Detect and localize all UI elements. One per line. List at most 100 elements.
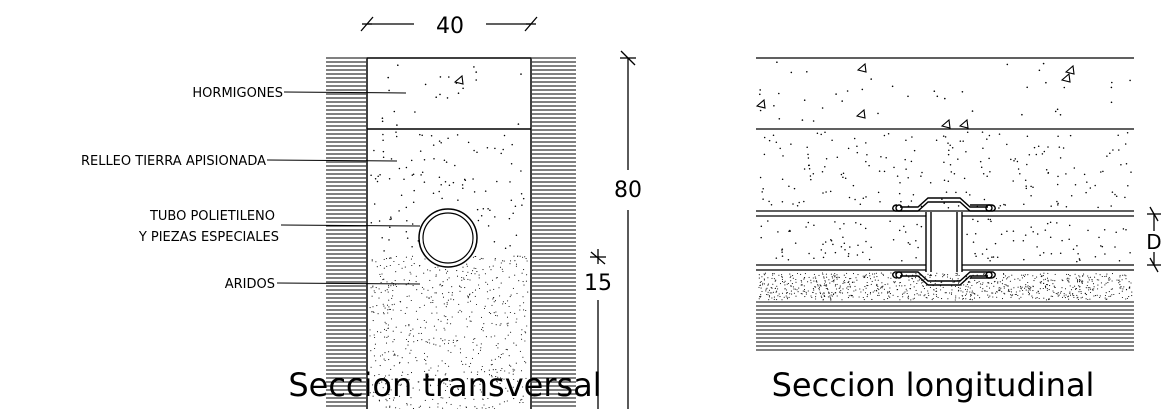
texture-dot bbox=[459, 348, 461, 350]
texture-dot bbox=[962, 291, 964, 293]
texture-dot bbox=[386, 336, 388, 338]
texture-dot bbox=[389, 226, 391, 228]
texture-dot bbox=[424, 83, 427, 86]
texture-dot bbox=[1011, 295, 1013, 297]
texture-dot bbox=[901, 285, 903, 287]
texture-dot bbox=[842, 172, 845, 175]
texture-dot bbox=[517, 388, 519, 390]
texture-dot bbox=[832, 277, 834, 279]
texture-dot bbox=[371, 311, 373, 313]
texture-dot bbox=[776, 299, 778, 301]
texture-dot bbox=[417, 340, 419, 342]
texture-dot bbox=[437, 383, 439, 385]
texture-dot bbox=[1088, 279, 1090, 281]
texture-dot bbox=[899, 281, 901, 284]
texture-dot bbox=[383, 377, 385, 379]
texture-dot bbox=[795, 295, 797, 297]
texture-dot bbox=[500, 323, 502, 325]
texture-dot bbox=[1104, 253, 1106, 255]
texture-dot bbox=[772, 274, 774, 276]
concrete-texture-longitudinal bbox=[755, 61, 1131, 129]
texture-dot bbox=[496, 180, 498, 183]
texture-dot bbox=[451, 286, 453, 288]
texture-dot bbox=[993, 285, 995, 287]
texture-dot bbox=[1038, 297, 1040, 300]
texture-dot bbox=[972, 292, 974, 294]
texture-dot bbox=[1075, 277, 1077, 279]
texture-dot bbox=[453, 379, 455, 381]
texture-dot bbox=[759, 284, 761, 287]
texture-dot bbox=[411, 246, 413, 248]
texture-dot bbox=[1076, 280, 1079, 282]
texture-dot bbox=[400, 309, 402, 311]
texture-dot bbox=[1129, 79, 1131, 82]
texture-dot bbox=[410, 397, 412, 399]
texture-dot bbox=[829, 190, 832, 193]
texture-dot bbox=[386, 265, 388, 267]
texture-dot bbox=[407, 341, 409, 343]
texture-dot bbox=[997, 282, 999, 284]
texture-dot bbox=[388, 382, 390, 384]
texture-dot bbox=[838, 276, 840, 278]
texture-dot bbox=[1035, 297, 1037, 299]
texture-dot bbox=[410, 404, 412, 406]
texture-dot bbox=[453, 299, 455, 301]
texture-dot bbox=[930, 274, 932, 276]
texture-dot bbox=[940, 289, 942, 291]
texture-dot bbox=[505, 387, 507, 389]
texture-dot bbox=[403, 178, 405, 180]
texture-dot bbox=[461, 279, 463, 281]
texture-dot bbox=[942, 286, 944, 288]
texture-dot bbox=[417, 381, 419, 383]
texture-dot bbox=[1091, 280, 1093, 282]
texture-dot bbox=[915, 289, 917, 291]
texture-dot bbox=[760, 293, 762, 296]
texture-dot bbox=[435, 96, 438, 98]
base-dimension-value: 15 bbox=[584, 271, 612, 296]
texture-dot bbox=[411, 174, 414, 176]
texture-dot bbox=[989, 295, 991, 297]
texture-dot bbox=[980, 166, 983, 169]
texture-dot bbox=[864, 275, 866, 277]
texture-dot bbox=[1115, 195, 1118, 198]
texture-dot bbox=[376, 180, 379, 183]
texture-dot bbox=[763, 279, 765, 281]
texture-dot bbox=[389, 397, 391, 400]
texture-dot bbox=[1025, 284, 1027, 286]
transversal-section: 40 80 15 HORMIGONES RELLEO TIERRA APISIO… bbox=[81, 14, 642, 409]
longitudinal-section: D Seccion longitudinal bbox=[755, 57, 1162, 404]
leader-relleno bbox=[266, 159, 398, 162]
texture-dot bbox=[776, 285, 778, 287]
texture-dot bbox=[823, 294, 825, 296]
texture-dot bbox=[400, 383, 402, 385]
texture-dot bbox=[502, 303, 504, 305]
texture-dot bbox=[496, 380, 498, 382]
texture-dot bbox=[1008, 290, 1010, 292]
texture-dot bbox=[947, 153, 950, 156]
texture-dot bbox=[1120, 286, 1122, 288]
texture-dot bbox=[398, 362, 401, 364]
texture-dot bbox=[447, 270, 449, 272]
texture-dot bbox=[781, 299, 783, 301]
texture-dot bbox=[910, 284, 912, 286]
texture-dot bbox=[1021, 274, 1023, 276]
texture-dot bbox=[878, 170, 881, 172]
texture-dot bbox=[495, 376, 497, 378]
texture-dot bbox=[805, 293, 807, 295]
texture-dot bbox=[523, 309, 525, 311]
texture-dot bbox=[1054, 280, 1056, 282]
texture-dot bbox=[807, 221, 810, 224]
texture-dot bbox=[445, 306, 447, 308]
texture-dot bbox=[423, 181, 426, 183]
texture-dot bbox=[474, 295, 476, 297]
texture-dot bbox=[495, 369, 497, 371]
texture-dot bbox=[494, 259, 496, 261]
texture-dot bbox=[1050, 295, 1052, 297]
texture-dot bbox=[870, 283, 872, 285]
texture-dot bbox=[865, 240, 867, 243]
texture-dot bbox=[493, 296, 495, 299]
texture-dot bbox=[372, 384, 374, 386]
texture-dot bbox=[1033, 280, 1035, 282]
texture-dot bbox=[1043, 282, 1045, 284]
texture-dot bbox=[479, 349, 482, 351]
